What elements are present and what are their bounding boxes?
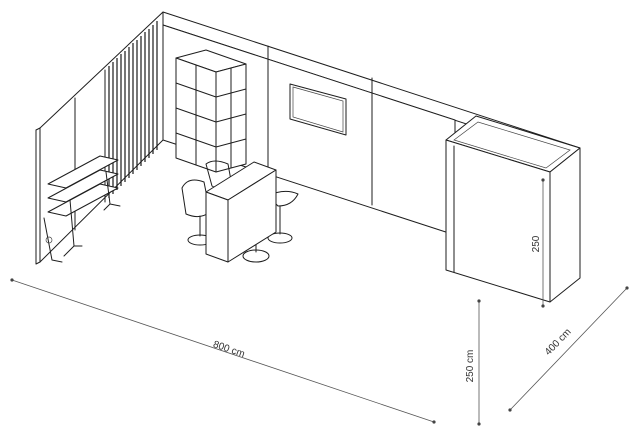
cabin-side <box>549 147 581 303</box>
dimension-end <box>508 408 512 412</box>
width-label: 800 cm <box>212 339 247 360</box>
cabin-height-label: 250 <box>531 235 542 252</box>
floor-stand <box>43 217 63 263</box>
cube-divider <box>175 107 217 123</box>
height-label: 250 cm <box>465 350 476 383</box>
dimension-end <box>432 420 436 424</box>
bar-table <box>205 161 277 263</box>
cube-shelf-unit <box>175 49 247 173</box>
left-wall <box>35 11 164 265</box>
dimension-end <box>541 304 545 308</box>
cube-divider <box>175 82 217 98</box>
cube-divider <box>175 132 217 148</box>
dimension-end <box>10 278 14 282</box>
depth-label: 400 cm <box>543 327 574 358</box>
cube-divider <box>215 138 247 148</box>
cube-divider <box>215 113 247 123</box>
dimension-line-width <box>11 279 435 423</box>
shelf-bottom <box>47 183 119 217</box>
cube-divider <box>215 88 247 98</box>
dimension-end <box>541 178 545 182</box>
shelf-middle <box>47 169 119 203</box>
shelf-bracket <box>103 171 121 211</box>
stand-knob <box>45 236 53 244</box>
bar-table-front <box>205 191 229 263</box>
dimension-end <box>477 299 481 303</box>
left-wall-edge <box>35 127 41 265</box>
dimension-height: 250 cm <box>465 299 481 426</box>
chair-base <box>242 249 270 263</box>
shelf-top <box>47 155 119 189</box>
storage-cabin <box>445 115 581 303</box>
shelf-bracket <box>63 199 83 257</box>
chair-base <box>267 232 293 244</box>
wall-monitor-inner <box>292 86 344 133</box>
dimension-end <box>625 286 629 290</box>
dimension-depth: 400 cm <box>508 286 629 412</box>
wall-shelves <box>47 155 121 257</box>
chair-seat <box>267 190 299 207</box>
wall-monitor-screen <box>289 83 347 136</box>
dimension-cabin-height: 250 <box>531 178 545 308</box>
cabin-top-inner <box>453 121 571 169</box>
dimension-width: 800 cm <box>10 278 436 424</box>
bar-table-side <box>227 169 277 263</box>
dimension-end <box>477 422 481 426</box>
dimension-line-depth <box>509 287 628 411</box>
